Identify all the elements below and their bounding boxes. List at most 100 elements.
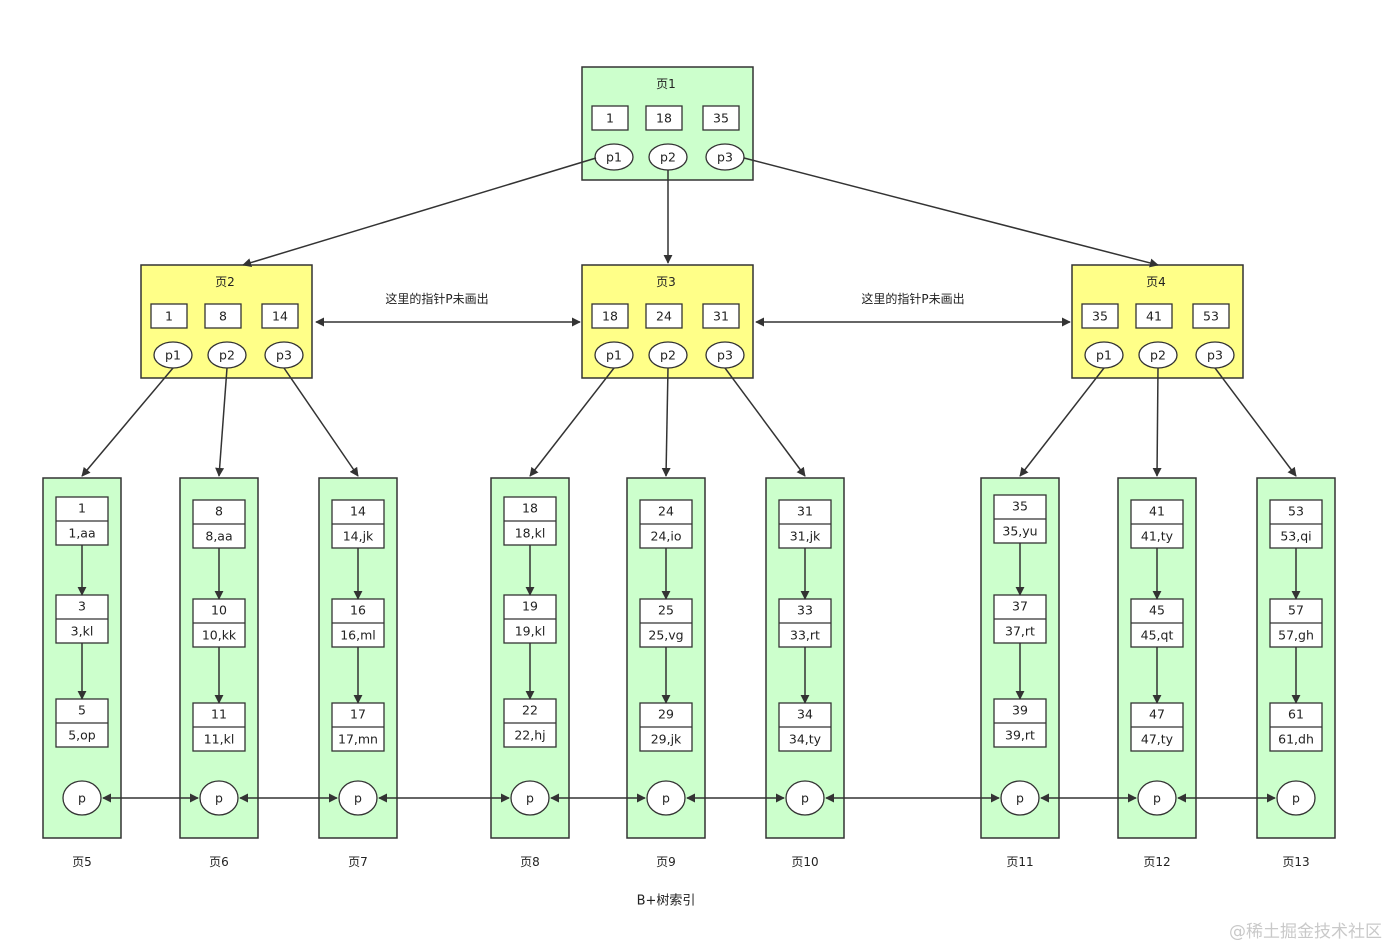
leaf-page-label: 页7	[348, 855, 368, 869]
leaf-record-value: 11,kl	[204, 732, 235, 747]
leaf-record-value: 29,jk	[651, 732, 682, 747]
root-page-key-box	[591, 105, 629, 131]
leaf-page-label: 页9	[656, 855, 676, 869]
leaf-record-value: 22,hj	[514, 728, 545, 743]
leaf-record-key: 33	[797, 603, 813, 618]
leaf-record-key: 35	[1012, 499, 1028, 514]
edge-root-to-page4	[743, 157, 1159, 268]
internal-page-3-pointer: p3	[717, 348, 733, 363]
internal-page-3-key: 18	[602, 309, 618, 324]
leaf-record-value: 31,jk	[790, 529, 821, 544]
leaf-record-value: 16,ml	[340, 628, 376, 643]
internal-page-4-pointer: p1	[1096, 348, 1112, 363]
internal-page-2-pointer: p2	[219, 348, 235, 363]
leaf-page-l9	[626, 477, 706, 839]
edge-internal-to-leaf	[215, 367, 228, 477]
internal-page-3-pointer: p1	[606, 348, 622, 363]
internal-page-2-key-box	[204, 303, 242, 329]
leaf-record-key: 45	[1149, 603, 1165, 618]
edge-internal-to-leaf	[661, 367, 671, 477]
internal-page-4	[1071, 264, 1244, 379]
root-page-pointer: p2	[660, 150, 676, 165]
leaf-record-key: 22	[522, 703, 538, 718]
leaf-record-value: 47,ty	[1141, 732, 1174, 747]
leaf-record-key: 18	[522, 501, 538, 516]
internal-page-2-key: 14	[272, 309, 288, 324]
leaf-record-key: 3	[78, 599, 86, 614]
leaf-pointer-ellipse	[1137, 780, 1177, 816]
internal-page-2	[140, 264, 313, 379]
leaf-pointer-ellipse	[510, 780, 550, 816]
root-page-pointer: p3	[717, 150, 733, 165]
leaf-page-label: 页12	[1143, 855, 1170, 869]
internal-page-3-key: 24	[656, 309, 672, 324]
leaf-record-key: 25	[658, 603, 674, 618]
root-page-key-box	[702, 105, 740, 131]
leaf-page-l8	[490, 477, 570, 839]
internal-page-4-key-box	[1081, 303, 1119, 329]
internal-page-3-title: 页3	[656, 275, 676, 289]
leaf-record-key: 61	[1288, 707, 1304, 722]
leaf-pointer: p	[215, 791, 223, 806]
leaf-record-value: 25,vg	[648, 628, 683, 643]
edge-internal-to-leaf	[529, 367, 615, 477]
leaf-record-value: 10,kk	[202, 628, 237, 643]
leaf-record-key: 34	[797, 707, 813, 722]
edge-internal-to-leaf	[724, 367, 806, 477]
leaf-pointer: p	[662, 791, 670, 806]
leaf-page-label: 页13	[1282, 855, 1309, 869]
leaf-record-value: 53,qi	[1280, 529, 1311, 544]
leaf-record-key: 53	[1288, 504, 1304, 519]
leaf-record-value: 18,kl	[515, 526, 546, 541]
watermark: @稀土掘金技术社区	[1229, 922, 1382, 942]
leaf-record-value: 45,qt	[1141, 628, 1174, 643]
sibling-note-right: 这里的指针P未画出	[861, 291, 964, 306]
leaf-record-key: 24	[658, 504, 674, 519]
internal-page-2-key: 1	[165, 309, 173, 324]
leaf-record-value: 39,rt	[1005, 728, 1035, 743]
leaf-page-label: 页6	[209, 855, 229, 869]
leaf-record-value: 3,kl	[71, 624, 94, 639]
internal-page-2-key-box	[261, 303, 299, 329]
leaf-record-key: 39	[1012, 703, 1028, 718]
leaf-record-key: 10	[211, 603, 227, 618]
internal-page-3-key-box	[591, 303, 629, 329]
leaf-page-l7	[318, 477, 398, 839]
leaf-record-key: 57	[1288, 603, 1304, 618]
edge-internal-to-leaf	[283, 367, 359, 477]
leaf-record-value: 57,gh	[1278, 628, 1314, 643]
internal-page-3-pointer: p2	[660, 348, 676, 363]
root-page-key-box	[645, 105, 683, 131]
leaf-record-key: 31	[797, 504, 813, 519]
leaf-record-value: 41,ty	[1141, 529, 1174, 544]
leaf-record-key: 11	[211, 707, 227, 722]
leaf-record-key: 16	[350, 603, 366, 618]
internal-page-4-key: 35	[1092, 309, 1108, 324]
leaf-record-key: 14	[350, 504, 366, 519]
leaf-page-label: 页11	[1006, 855, 1033, 869]
leaf-record-key: 1	[78, 501, 86, 516]
root-page-pointer-ellipse	[705, 143, 745, 171]
leaf-page-label: 页10	[791, 855, 818, 869]
leaf-record-value: 17,mn	[338, 732, 378, 747]
diagram-caption: B+树索引	[637, 894, 696, 909]
root-page-key: 1	[606, 111, 614, 126]
internal-page-2-pointer: p3	[276, 348, 292, 363]
leaf-page-label: 页5	[72, 855, 92, 869]
leaf-pointer: p	[1153, 791, 1161, 806]
internal-page-4-key: 53	[1203, 309, 1219, 324]
internal-page-4-title: 页4	[1146, 275, 1166, 289]
internal-page-2-title: 页2	[215, 275, 235, 289]
leaf-pointer: p	[801, 791, 809, 806]
leaf-pointer-ellipse	[1276, 780, 1316, 816]
leaf-record-key: 47	[1149, 707, 1165, 722]
leaf-pointer-ellipse	[338, 780, 378, 816]
leaf-pointer: p	[526, 791, 534, 806]
leaf-record-value: 37,rt	[1005, 624, 1035, 639]
leaf-record-value: 33,rt	[790, 628, 820, 643]
leaf-record-value: 8,aa	[205, 529, 232, 544]
leaf-pointer-ellipse	[1000, 780, 1040, 816]
edge-internal-to-leaf	[1214, 367, 1297, 477]
internal-page-3	[581, 264, 754, 379]
